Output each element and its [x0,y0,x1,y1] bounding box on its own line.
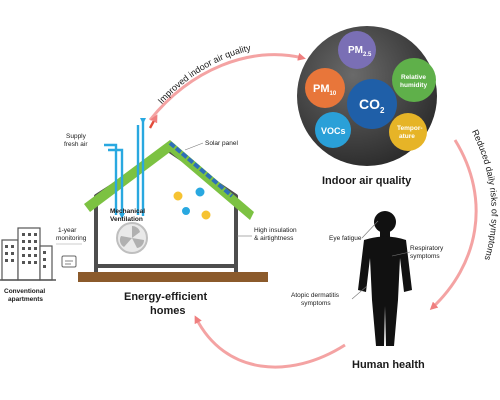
ventilation-label-line1: Mechanical [110,208,145,215]
return-to-homes-arrow [194,315,346,369]
health-title: Human health [352,359,425,371]
ground-strip [78,272,268,282]
humidity-label-line1: Relative [401,74,426,81]
insulation-label-line1: High insulation [254,227,297,234]
ventilation-label-line2: Ventilation [110,216,143,223]
energy-efficient-house [78,140,268,282]
apartments-label-line1: Conventional [4,288,45,295]
reduced-risks-arrow [429,139,478,311]
apartment-buildings-icon [0,227,56,281]
solar-panel-label: Solar panel [205,140,238,147]
temp-label-line2: ature [399,133,415,140]
svg-text:PM10: PM10 [313,83,337,97]
pm10-label: PM [313,83,330,95]
house-title-line1: Energy-efficient [124,291,207,303]
iaq-sphere: PM2.5 PM10 Relative humidity CO2 VOCs Te… [297,26,437,166]
supply-air-label-line1: Supply [66,133,87,140]
improved-iaq-arrow [148,52,306,121]
atopic-label-line2: symptoms [301,300,331,307]
apartments-label-line2: apartments [8,296,43,303]
monitoring-label-line2: monitoring [56,235,87,242]
supply-air-label-line2: fresh air [64,141,88,148]
eye-fatigue-label: Eye fatigue [329,235,362,242]
pm25-bubble: PM2.5 [338,31,376,69]
co2-bubble: CO2 [347,79,397,129]
insulation-label-line2: & airtightness [254,235,294,242]
pm10-bubble: PM10 [305,68,345,108]
ventilation-fan-icon [116,222,148,254]
respiratory-label-line2: symptoms [410,253,440,260]
respiratory-label-line1: Respiratory [410,245,444,252]
pm25-sub: 2.5 [363,52,372,58]
co2-label: CO [359,96,380,112]
solar-panel-icon [168,141,234,198]
vocs-bubble: VOCs [315,112,351,148]
svg-text:CO2: CO2 [359,96,385,115]
atopic-label-line1: Atopic dermatitis [291,292,340,299]
house-title-line2: homes [150,305,185,317]
supply-duct [104,114,158,219]
green-roof [84,140,254,220]
particle-icons [172,186,212,221]
co2-sub: 2 [380,106,385,115]
temp-label-line1: Tempor- [397,125,423,132]
humidity-bubble: Relative humidity [392,58,436,102]
humidity-label-line2: humidity [400,82,427,89]
monitoring-label-line1: 1-year [58,227,77,234]
human-silhouette-icon [358,211,412,346]
pm25-label: PM [348,45,363,56]
iaq-title: Indoor air quality [322,175,412,187]
temperature-bubble: Tempor- ature [389,113,427,151]
vocs-label: VOCs [321,126,346,136]
monitoring-device-icon [61,255,77,268]
pm10-sub: 10 [330,91,337,97]
svg-text:PM2.5: PM2.5 [348,45,372,58]
